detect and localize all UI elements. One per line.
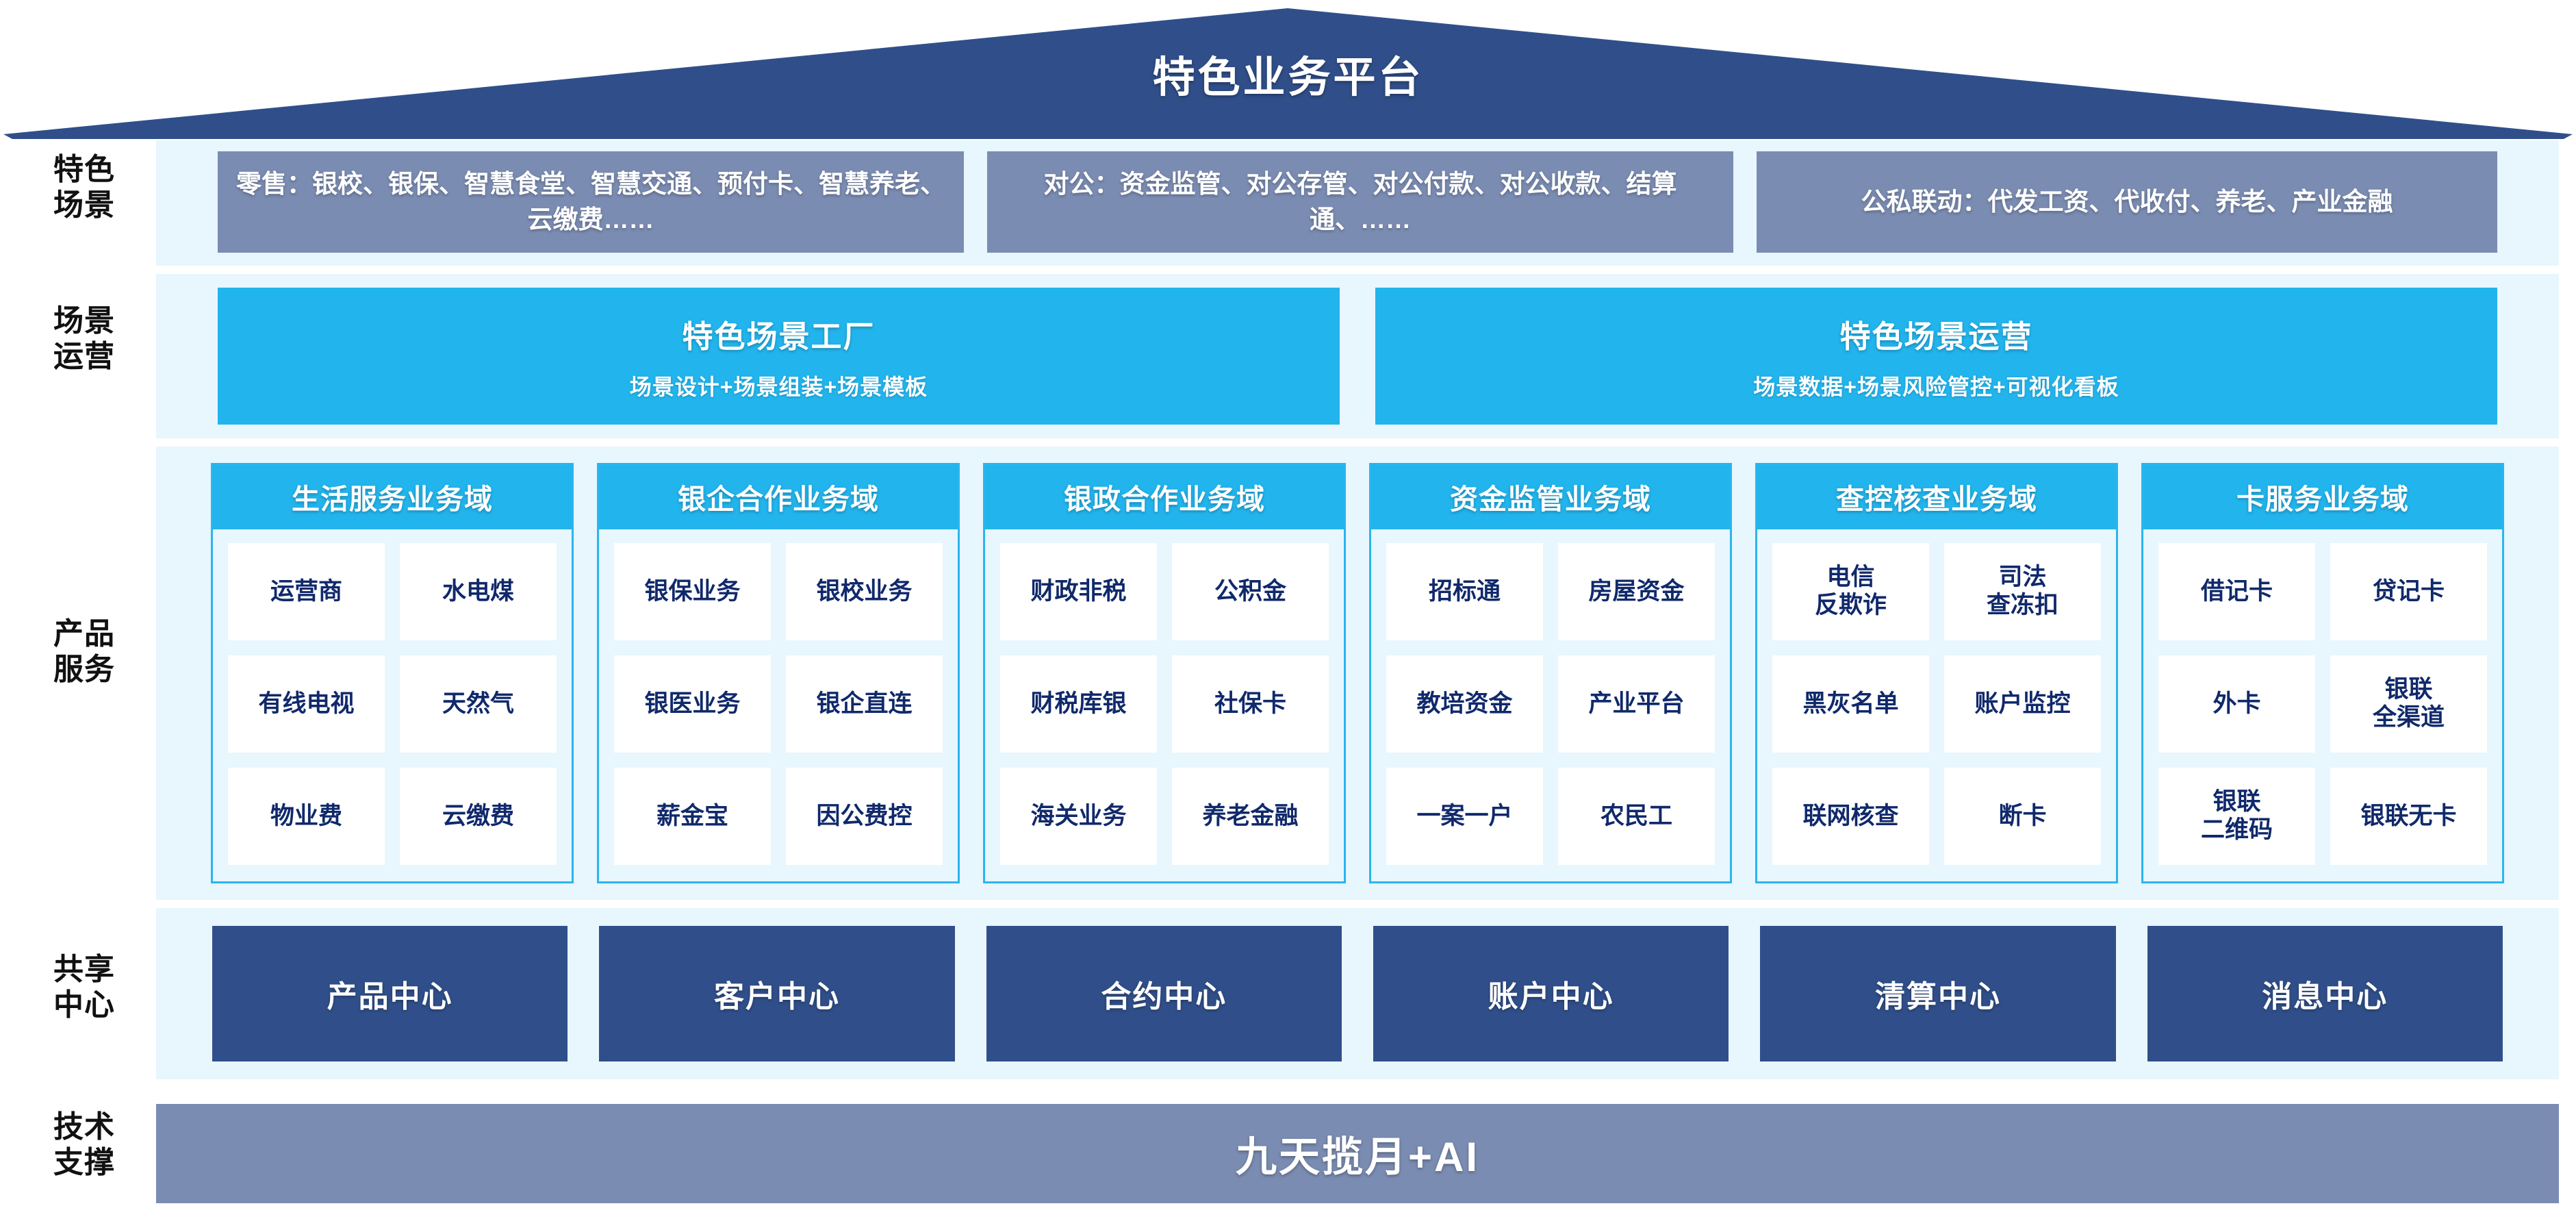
domain-item[interactable]: 运营商: [228, 543, 385, 640]
platform-title: 特色业务平台: [1152, 54, 1424, 101]
row-label-scenario: 特色 场景: [53, 153, 115, 222]
domain-item[interactable]: 黑灰名单: [1772, 655, 1929, 753]
domain-item[interactable]: 银保业务: [614, 543, 771, 640]
operation-card-scene-factory[interactable]: 特色场景工厂 场景设计+场景组装+场景模板: [218, 288, 1340, 425]
domain-item[interactable]: 外卡: [2158, 655, 2315, 753]
domain-card-life-service[interactable]: 生活服务业务域 运营商 水电煤 有线电视 天然气 物业费 云缴费: [211, 463, 574, 883]
row-label-shared-center: 共享 中心: [53, 953, 115, 1022]
domain-item[interactable]: 银校业务: [786, 543, 943, 640]
domain-item[interactable]: 联网核查: [1772, 768, 1929, 865]
domain-item-grid: 招标通 房屋资金 教培资金 产业平台 一案一户 农民工: [1371, 529, 1730, 881]
domain-card-investigation-control[interactable]: 查控核查业务域 电信 反欺诈 司法 查冻扣 黑灰名单 账户监控 联网核查 断卡: [1755, 463, 2118, 883]
domain-card-bank-government[interactable]: 银政合作业务域 财政非税 公积金 财税库银 社保卡 海关业务 养老金融: [983, 463, 1346, 883]
domain-item[interactable]: 云缴费: [400, 768, 557, 865]
tech-support-bar[interactable]: 九天揽月+AI: [156, 1104, 2559, 1203]
domain-title: 查控核查业务域: [1757, 465, 2116, 529]
domain-title: 资金监管业务域: [1371, 465, 1730, 529]
domain-item-grid: 财政非税 公积金 财税库银 社保卡 海关业务 养老金融: [985, 529, 1344, 881]
domain-item[interactable]: 农民工: [1558, 768, 1715, 865]
domain-item[interactable]: 贷记卡: [2330, 543, 2487, 640]
domain-title: 银企合作业务域: [599, 465, 958, 529]
domain-item[interactable]: 公积金: [1172, 543, 1329, 640]
scenario-card-corporate[interactable]: 对公：资金监管、对公存管、对公付款、对公收款、结算通、……: [987, 151, 1733, 253]
shared-center-customer[interactable]: 客户中心: [599, 926, 955, 1061]
operation-row: 特色场景工厂 场景设计+场景组装+场景模板 特色场景运营 场景数据+场景风险管控…: [156, 288, 2559, 425]
domain-item[interactable]: 教培资金: [1386, 655, 1543, 753]
domain-card-card-service[interactable]: 卡服务业务域 借记卡 贷记卡 外卡 银联 全渠道 银联 二维码 银联无卡: [2141, 463, 2504, 883]
domain-item[interactable]: 电信 反欺诈: [1772, 543, 1929, 640]
domain-title: 银政合作业务域: [985, 465, 1344, 529]
domain-item-grid: 银保业务 银校业务 银医业务 银企直连 薪金宝 因公费控: [599, 529, 958, 881]
operation-subtitle: 场景设计+场景组装+场景模板: [629, 374, 928, 399]
domain-item[interactable]: 银联 全渠道: [2330, 655, 2487, 753]
domain-item[interactable]: 账户监控: [1944, 655, 2101, 753]
domain-item[interactable]: 因公费控: [786, 768, 943, 865]
row-label-tech-support: 技术 支撑: [53, 1110, 115, 1179]
domain-card-bank-enterprise[interactable]: 银企合作业务域 银保业务 银校业务 银医业务 银企直连 薪金宝 因公费控: [597, 463, 960, 883]
domain-item[interactable]: 银企直连: [786, 655, 943, 753]
domain-item[interactable]: 天然气: [400, 655, 557, 753]
shared-center-account[interactable]: 账户中心: [1373, 926, 1729, 1061]
operation-title: 特色场景运营: [1839, 318, 2033, 354]
domain-item[interactable]: 银联 二维码: [2158, 768, 2315, 865]
domain-item[interactable]: 养老金融: [1172, 768, 1329, 865]
row-label-operation: 场景 运营: [53, 304, 115, 373]
domain-item[interactable]: 断卡: [1944, 768, 2101, 865]
domain-item[interactable]: 海关业务: [1000, 768, 1157, 865]
shared-center-message[interactable]: 消息中心: [2147, 926, 2503, 1061]
shared-center-contract[interactable]: 合约中心: [986, 926, 1342, 1061]
scenario-card-public-private-linkage[interactable]: 公私联动：代发工资、代收付、养老、产业金融: [1757, 151, 2497, 253]
operation-title: 特色场景工厂: [682, 318, 876, 354]
domain-item[interactable]: 产业平台: [1558, 655, 1715, 753]
domain-item[interactable]: 房屋资金: [1558, 543, 1715, 640]
domain-item[interactable]: 一案一户: [1386, 768, 1543, 865]
domain-card-fund-supervision[interactable]: 资金监管业务域 招标通 房屋资金 教培资金 产业平台 一案一户 农民工: [1369, 463, 1732, 883]
operation-subtitle: 场景数据+场景风险管控+可视化看板: [1753, 374, 2119, 399]
domain-item[interactable]: 司法 查冻扣: [1944, 543, 2101, 640]
operation-card-scene-operation[interactable]: 特色场景运营 场景数据+场景风险管控+可视化看板: [1375, 288, 2497, 425]
domain-item[interactable]: 财税库银: [1000, 655, 1157, 753]
domain-item-grid: 电信 反欺诈 司法 查冻扣 黑灰名单 账户监控 联网核查 断卡: [1757, 529, 2116, 881]
domain-item[interactable]: 财政非税: [1000, 543, 1157, 640]
roof-triangle-icon: [3, 8, 2573, 139]
domain-item[interactable]: 银联无卡: [2330, 768, 2487, 865]
domain-item[interactable]: 有线电视: [228, 655, 385, 753]
domain-item[interactable]: 借记卡: [2158, 543, 2315, 640]
domain-item[interactable]: 薪金宝: [614, 768, 771, 865]
scenario-row: 零售：银校、银保、智慧食堂、智慧交通、预付卡、智慧养老、云缴费…… 对公：资金监…: [156, 151, 2559, 253]
platform-roof: 特色业务平台: [0, 0, 2576, 140]
domain-item[interactable]: 水电煤: [400, 543, 557, 640]
row-label-product: 产品 服务: [53, 617, 115, 686]
scenario-card-retail[interactable]: 零售：银校、银保、智慧食堂、智慧交通、预付卡、智慧养老、云缴费……: [218, 151, 964, 253]
domain-item[interactable]: 银医业务: [614, 655, 771, 753]
shared-center-row: 产品中心 客户中心 合约中心 账户中心 清算中心 消息中心: [156, 926, 2559, 1061]
domain-item-grid: 借记卡 贷记卡 外卡 银联 全渠道 银联 二维码 银联无卡: [2143, 529, 2502, 881]
domain-item[interactable]: 物业费: [228, 768, 385, 865]
domain-title: 生活服务业务域: [213, 465, 572, 529]
domain-row: 生活服务业务域 运营商 水电煤 有线电视 天然气 物业费 云缴费 银企合作业务域…: [156, 463, 2559, 883]
domain-item[interactable]: 招标通: [1386, 543, 1543, 640]
domain-item[interactable]: 社保卡: [1172, 655, 1329, 753]
shared-center-product[interactable]: 产品中心: [212, 926, 568, 1061]
shared-center-clearing[interactable]: 清算中心: [1760, 926, 2116, 1061]
domain-title: 卡服务业务域: [2143, 465, 2502, 529]
domain-item-grid: 运营商 水电煤 有线电视 天然气 物业费 云缴费: [213, 529, 572, 881]
